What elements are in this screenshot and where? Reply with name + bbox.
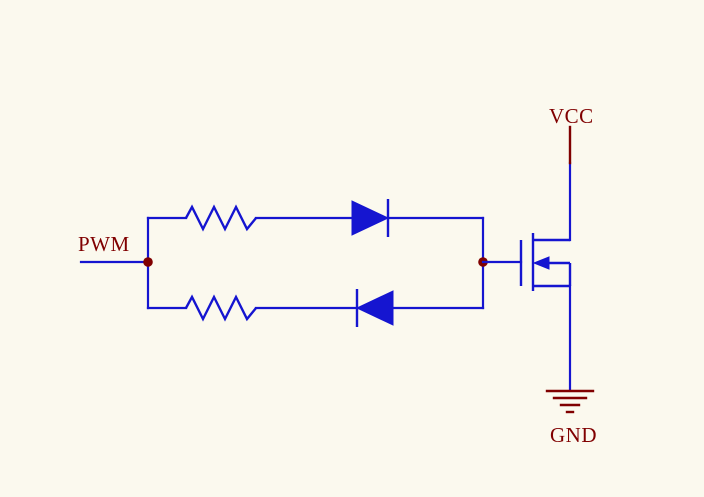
junction-dot-left (143, 257, 153, 267)
vcc-power-port[interactable]: VCC (549, 104, 594, 165)
resistor-bottom-body[interactable] (184, 294, 257, 322)
diode-top-triangle[interactable] (351, 200, 390, 236)
diode-bottom-triangle[interactable] (355, 290, 394, 326)
vcc-label[interactable]: VCC (549, 104, 594, 128)
mosfet-body-arrow[interactable] (532, 256, 550, 270)
resistor-top[interactable] (184, 204, 257, 232)
resistor-bottom[interactable] (184, 294, 257, 322)
pwm-net-label[interactable]: PWM (78, 232, 130, 256)
mosfet[interactable] (519, 233, 572, 291)
diode-bottom[interactable] (355, 289, 394, 327)
diode-top[interactable] (351, 199, 390, 237)
gnd-label[interactable]: GND (550, 423, 597, 447)
resistor-top-body[interactable] (184, 204, 257, 232)
ground-symbol[interactable]: GND (545, 389, 597, 447)
